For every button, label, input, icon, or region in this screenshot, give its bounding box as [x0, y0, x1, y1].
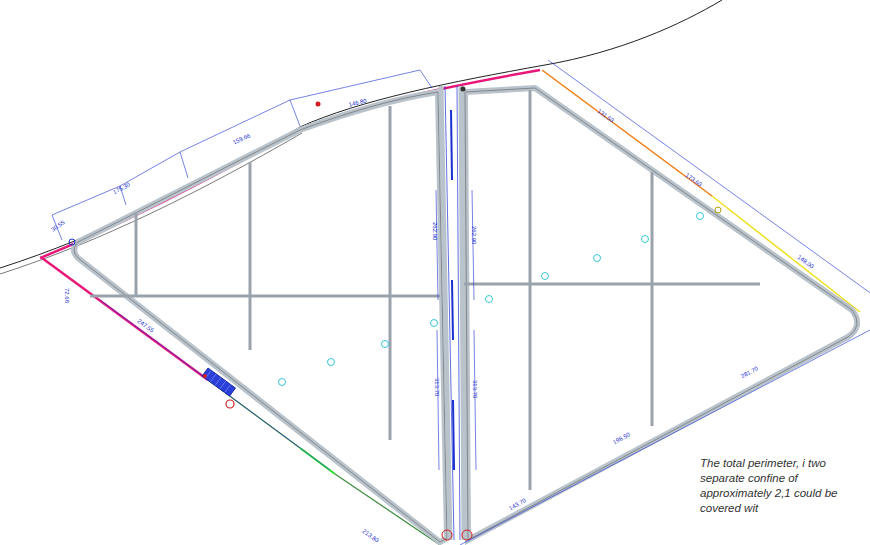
access-symbol [316, 102, 321, 107]
access-symbol [226, 400, 234, 408]
dimension-value: 313.70 [433, 378, 440, 396]
perimeter-road [465, 88, 857, 540]
dimension-value: 262.90 [431, 222, 438, 240]
central-road-marking [451, 110, 454, 470]
boundary-line [712, 196, 860, 312]
dimension-value: 213.80 [361, 528, 380, 544]
access-symbol [461, 87, 466, 92]
internal-road [90, 90, 760, 490]
central-road-axis [445, 86, 460, 540]
dimension-value: 262.90 [470, 226, 477, 244]
turning-circle [442, 530, 452, 540]
dimension-value: 30.55 [50, 219, 66, 233]
turning-circle [462, 530, 472, 540]
boundary-line [335, 474, 440, 545]
central-road [441, 86, 464, 540]
access-symbol [715, 207, 721, 213]
dimension-value: 175.30 [112, 181, 131, 196]
dimension-value: 313.70 [471, 380, 478, 398]
dimension-value: 148.00 [796, 254, 815, 270]
dimension-value: 196.50 [612, 431, 631, 446]
building-block [202, 368, 235, 396]
perimeter-road [74, 92, 447, 542]
dimension-value: 247.55 [136, 318, 155, 334]
dimension-line [52, 60, 870, 545]
dimension-value: 173.60 [684, 172, 703, 188]
access-symbol [203, 374, 207, 378]
dimension-value: 281.70 [740, 365, 759, 380]
access-symbol [69, 239, 75, 245]
perimeter-road [465, 88, 857, 540]
dimension-value: 159.66 [232, 133, 252, 147]
perimeter-road [74, 92, 447, 542]
caption: The total perimeter, i two separate conf… [700, 456, 842, 516]
dimension-value: 131.50 [596, 108, 615, 124]
tree-symbol [279, 213, 704, 386]
dimension-value: 72.68 [63, 288, 70, 303]
boundary-line [542, 70, 712, 196]
